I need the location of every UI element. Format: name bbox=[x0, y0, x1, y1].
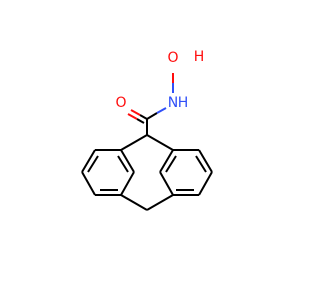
double-bond-inner bbox=[87, 155, 99, 173]
bond bbox=[159, 149, 174, 173]
hydroxyl-hydrogen-label: H bbox=[194, 49, 205, 65]
hydroxamic-acid-group bbox=[127, 73, 174, 135]
amide-bond bbox=[156, 107, 167, 114]
bond bbox=[120, 149, 135, 173]
bond bbox=[120, 194, 148, 211]
carbonyl-bond bbox=[127, 113, 138, 120]
bond bbox=[198, 171, 213, 196]
bond bbox=[146, 134, 174, 151]
bond bbox=[120, 134, 148, 151]
molecule-svg: O H N H O bbox=[0, 0, 300, 300]
bond bbox=[198, 149, 213, 173]
hydroxyl-oxygen-label: O bbox=[167, 50, 178, 66]
bond bbox=[120, 171, 135, 196]
left-benzene-ring bbox=[81, 149, 135, 196]
double-bond-inner bbox=[195, 155, 207, 173]
carbonyl-oxygen-label: O bbox=[115, 95, 126, 111]
right-benzene-ring bbox=[159, 149, 213, 196]
carbonyl-bond bbox=[136, 118, 145, 124]
background bbox=[0, 0, 300, 300]
bond bbox=[81, 171, 96, 196]
bond bbox=[81, 149, 96, 173]
amide-nitrogen-label: N bbox=[168, 95, 178, 111]
bond bbox=[146, 194, 174, 211]
carbonyl-bond bbox=[130, 109, 141, 116]
molecule-structure-canvas: O H N H O bbox=[0, 0, 300, 300]
central-ring bbox=[120, 134, 174, 211]
double-bond-inner bbox=[165, 155, 177, 173]
amide-bond bbox=[146, 112, 158, 120]
bond bbox=[159, 171, 174, 196]
amide-hydrogen-label: H bbox=[178, 95, 189, 111]
double-bond-inner bbox=[117, 155, 129, 173]
atom-labels: O H N H O bbox=[115, 49, 204, 111]
carbonyl-bond bbox=[139, 114, 148, 120]
